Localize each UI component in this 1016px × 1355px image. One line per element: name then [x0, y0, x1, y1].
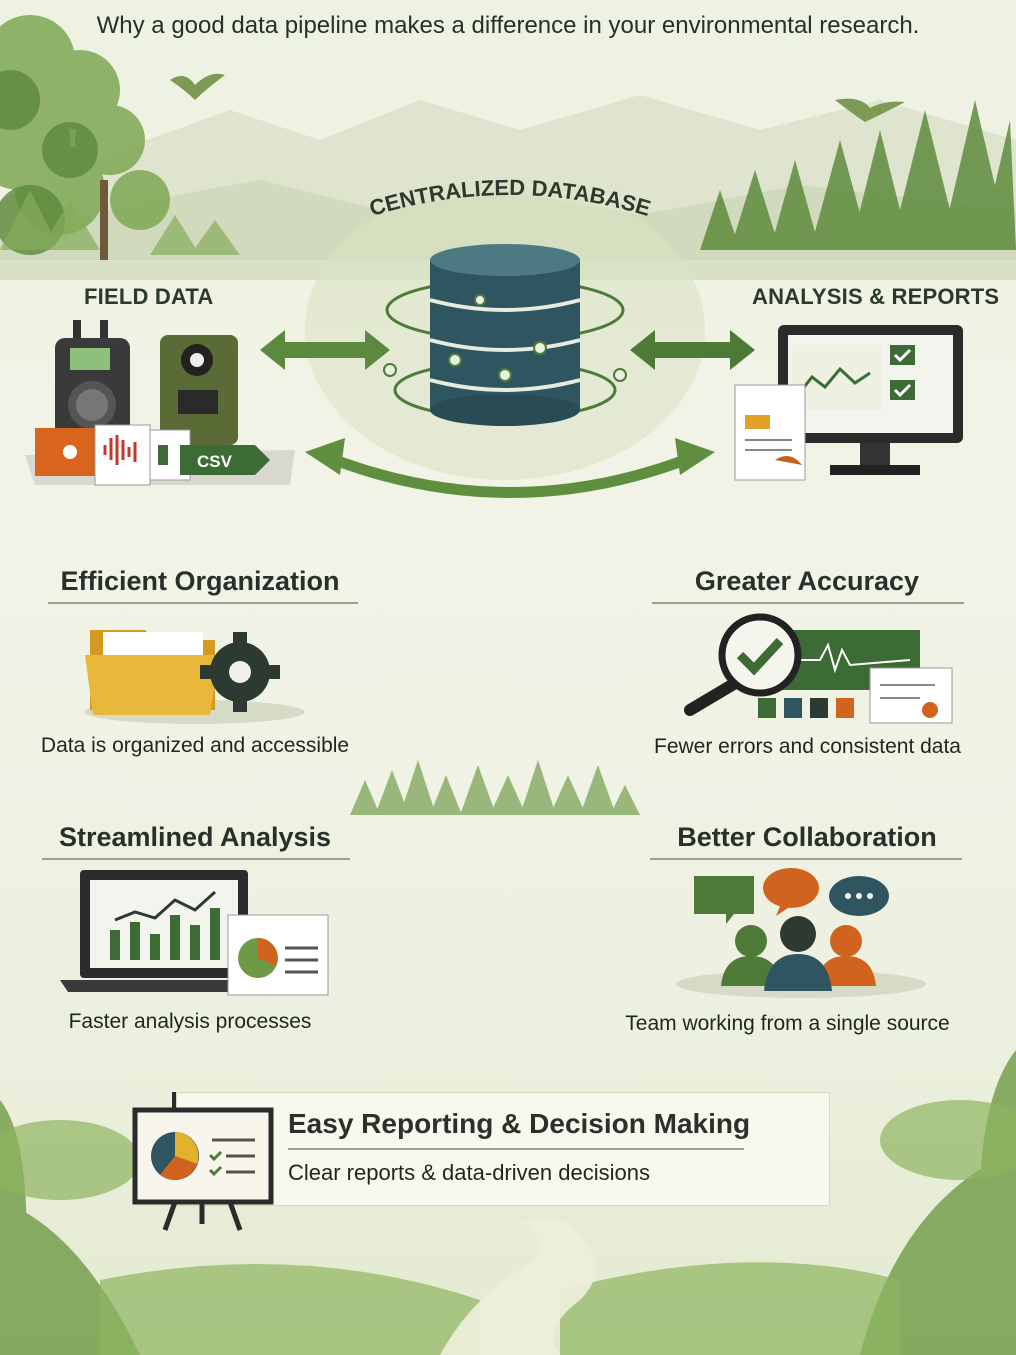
- collaboration-rule: [650, 858, 962, 860]
- analysis-desc: Faster analysis processes: [68, 1010, 312, 1033]
- headline: Why a good data pipeline makes a differe…: [96, 12, 920, 39]
- organization-title: Efficient Organization: [60, 566, 340, 596]
- bidirectional-arrow-right: [630, 330, 755, 370]
- organization-desc: Data is organized and accessible: [40, 734, 350, 757]
- accuracy-rule: [652, 602, 964, 604]
- laptop-chart-icon: [60, 870, 329, 996]
- database-icon: [383, 244, 627, 426]
- field-data-label: FIELD DATA: [84, 284, 214, 309]
- reporting-rule: [288, 1148, 744, 1150]
- analysis-monitor-icon: [734, 325, 963, 481]
- team-chat-icon: [676, 868, 926, 998]
- presentation-board-icon: [132, 1092, 274, 1231]
- centralized-database-label: CENTRALIZED DATABASE: [366, 175, 653, 221]
- analysis-reports-label: ANALYSIS & REPORTS: [752, 284, 1000, 309]
- reporting-desc: Clear reports & data-driven decisions: [288, 1160, 650, 1185]
- field-devices-icon: CSV: [25, 320, 295, 486]
- accuracy-title: Greater Accuracy: [694, 566, 920, 596]
- analysis-title: Streamlined Analysis: [58, 822, 332, 852]
- folder-gear-icon: [85, 630, 305, 724]
- svg-text:CENTRALIZED DATABASE: CENTRALIZED DATABASE: [366, 175, 653, 221]
- csv-badge: CSV: [197, 452, 233, 471]
- organization-rule: [48, 602, 358, 604]
- reporting-title: Easy Reporting & Decision Making: [288, 1108, 751, 1139]
- analysis-rule: [42, 858, 350, 860]
- accuracy-desc: Fewer errors and consistent data: [654, 735, 961, 758]
- return-flow-arrow: [305, 438, 715, 498]
- collaboration-title: Better Collaboration: [677, 822, 937, 852]
- magnifier-check-icon: [684, 613, 953, 724]
- bidirectional-arrow-left: [260, 330, 390, 370]
- collaboration-desc: Team working from a single source: [625, 1012, 950, 1035]
